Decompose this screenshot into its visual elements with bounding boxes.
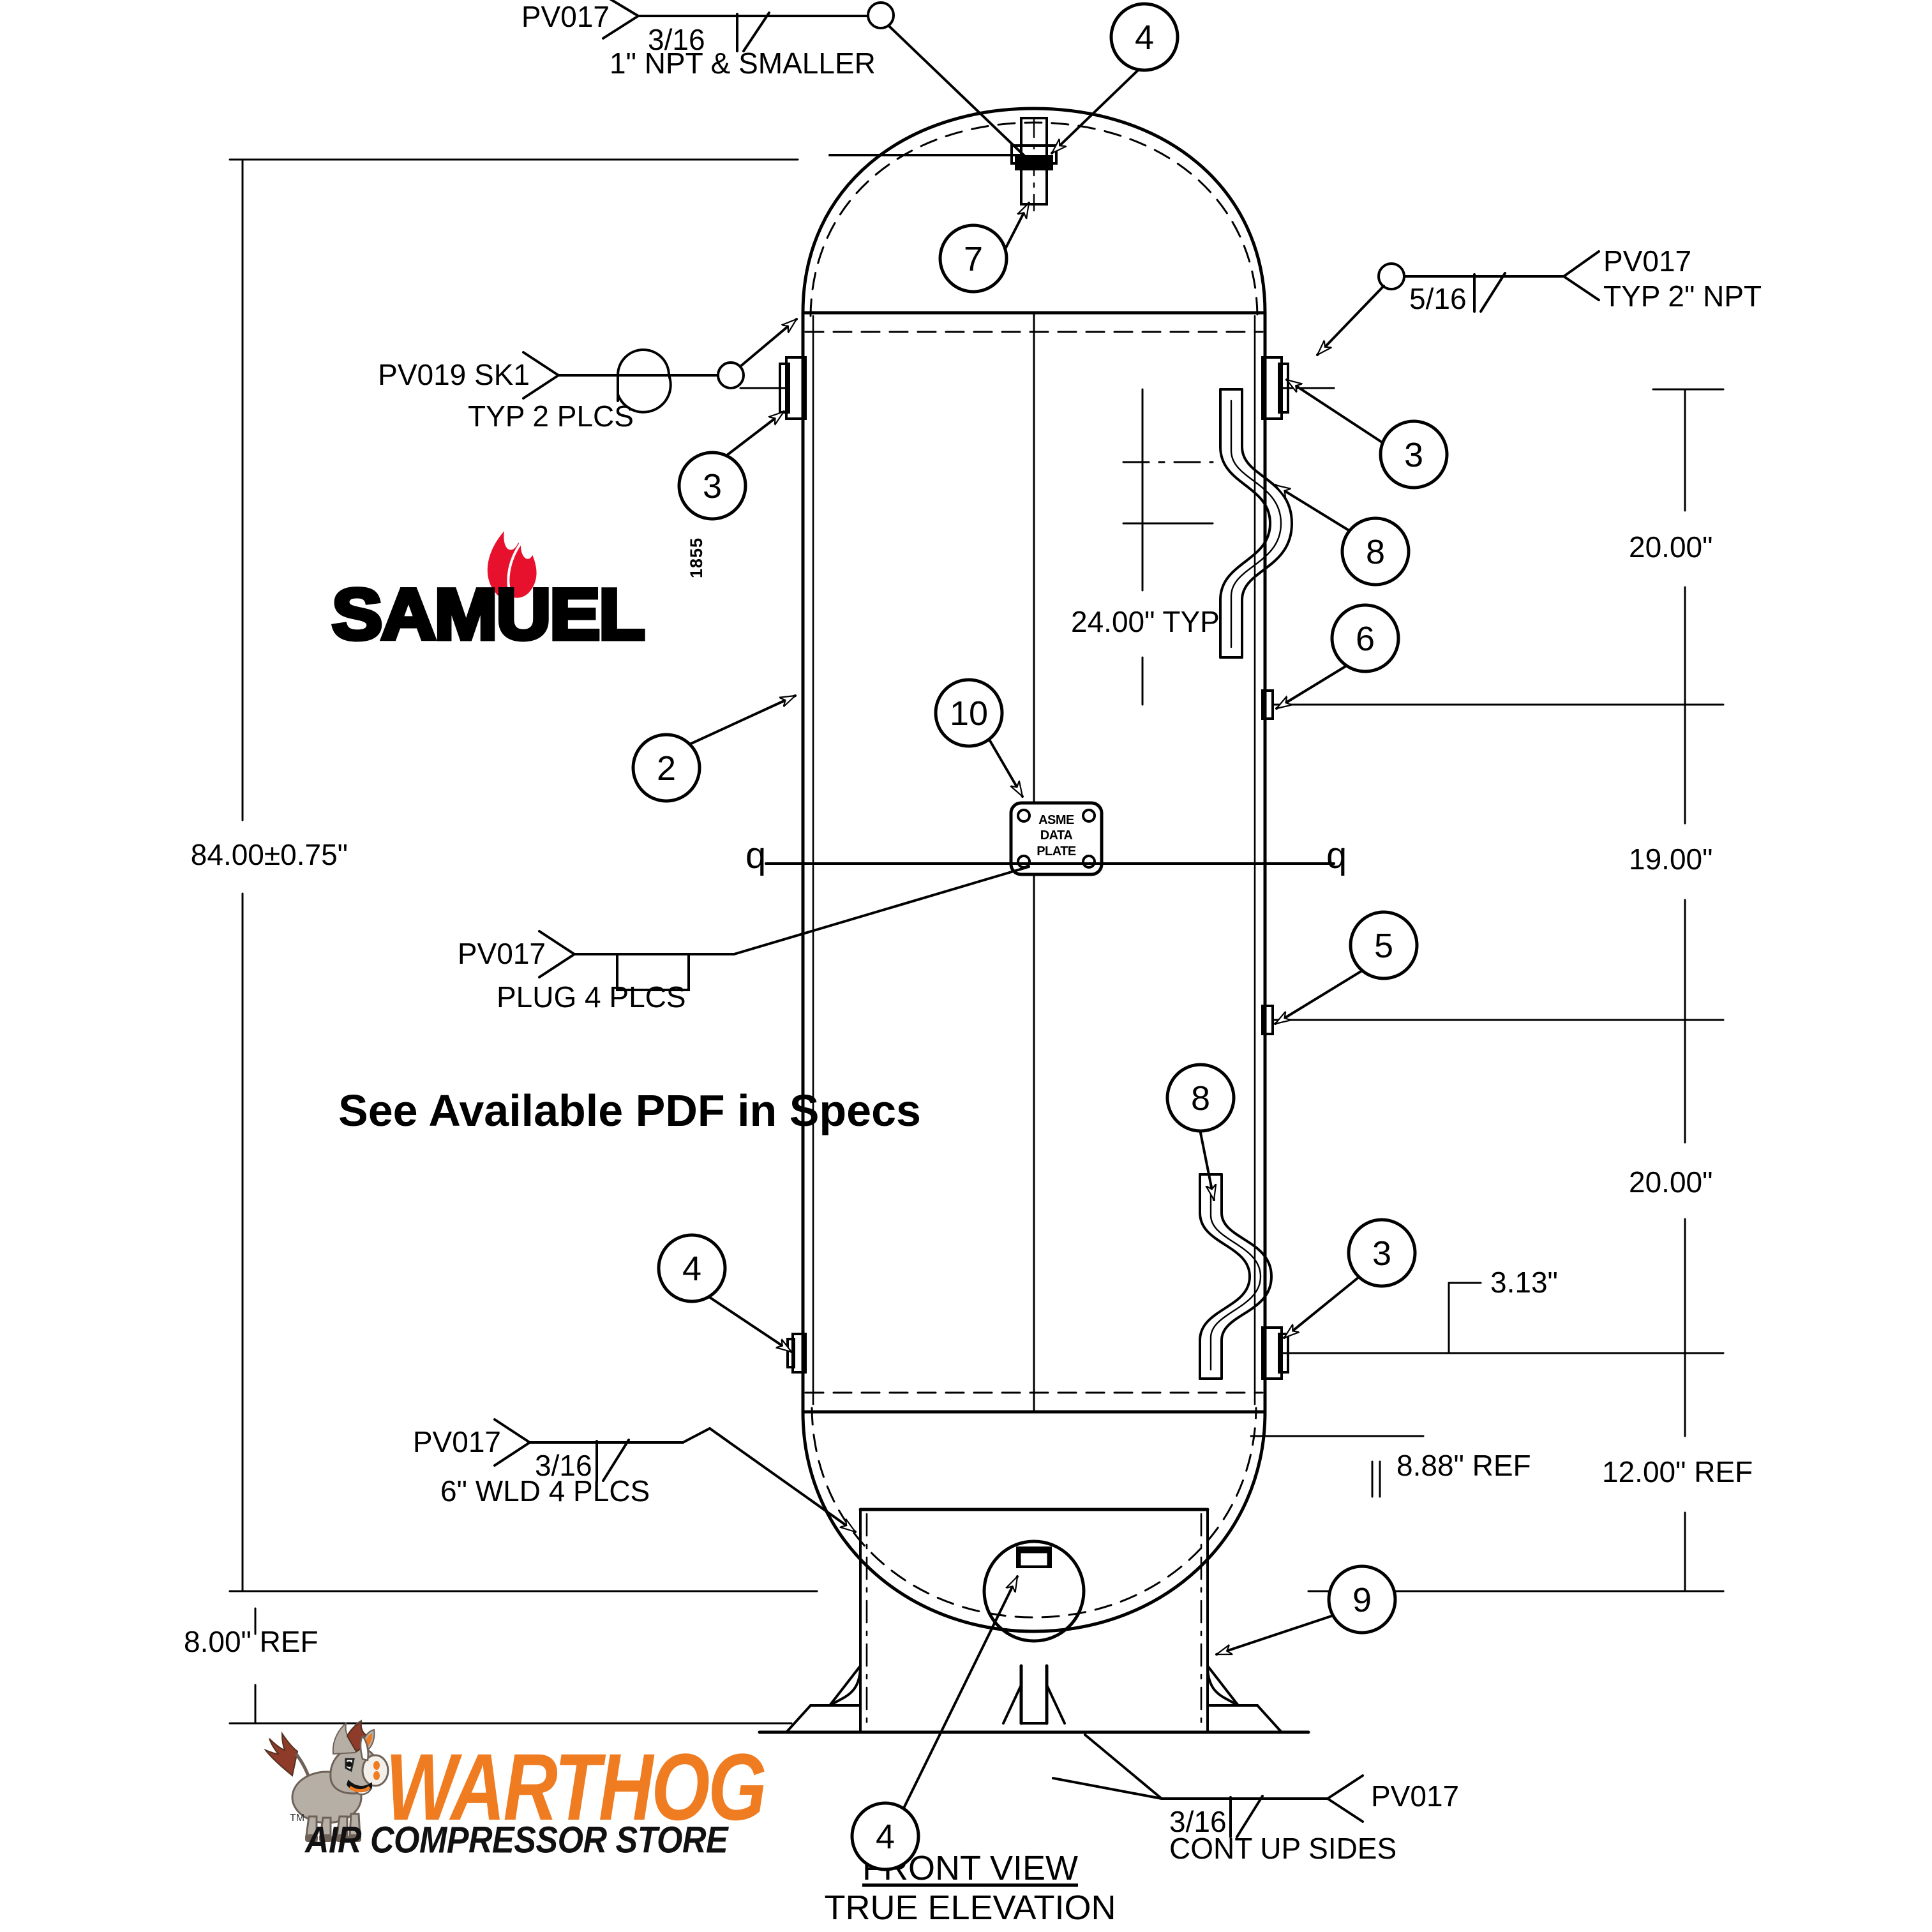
dimension-overall-height: 84.00±0.75" [190, 838, 348, 871]
samuel-wordmark: SAMUEL [329, 573, 647, 657]
centerline-mark-right: q [1326, 835, 1347, 876]
weld-callout-base-size: 3/16 [1169, 1805, 1227, 1838]
dimension-leg-ref: 8.88" REF [1397, 1449, 1531, 1482]
weld-callout-wld6-spec: PV017 [412, 1425, 501, 1458]
weld-callout-wld6-size: 3/16 [535, 1449, 592, 1482]
dimension-base-ref: 8.00" REF [184, 1625, 318, 1658]
weld-callout-sk1-spec: PV019 SK1 [378, 358, 530, 391]
weld-callout-base-note: CONT UP SIDES [1169, 1832, 1397, 1865]
view-caption-line2: TRUE ELEVATION [824, 1889, 1116, 1927]
asme-line-1: ASME [1038, 813, 1074, 827]
warthog-tagline: AIR COMPRESSOR STORE [305, 1820, 728, 1862]
weld-callout-top-right-note: TYP 2" NPT [1603, 280, 1762, 313]
view-caption-line1: FRONT VIEW [862, 1849, 1079, 1887]
samuel-flame-icon [487, 531, 539, 600]
dimension-offset-small: 3.13" [1490, 1266, 1558, 1299]
warthog-logo: TM WARTHOG AIR COMPRESSOR STORE [250, 1705, 799, 1865]
dimension-right-4: 12.00" REF [1602, 1455, 1753, 1488]
asme-line-2: DATA [1040, 828, 1073, 843]
weld-callout-top-left-size: 3/16 [648, 23, 705, 56]
vessel-outline [228, 0, 1725, 1838]
warthog-trademark: TM [290, 1813, 305, 1823]
asme-line-3: PLATE [1037, 844, 1076, 858]
view-caption: FRONT VIEW TRUE ELEVATION [824, 1848, 1116, 1928]
dimension-right-2: 19.00" [1629, 842, 1713, 876]
weld-callout-base-spec: PV017 [1371, 1779, 1460, 1813]
samuel-logo: SAMUEL 1855 [329, 523, 721, 657]
weld-callout-top-left-note: 1" NPT & SMALLER [610, 47, 876, 80]
weld-callout-top-right-spec: PV017 [1603, 244, 1692, 278]
weld-callout-top-right-size: 5/16 [1409, 282, 1467, 315]
warthog-mascot-icon [264, 1719, 389, 1842]
samuel-year: 1855 [687, 537, 706, 578]
dimension-right-1: 20.00" [1629, 530, 1713, 564]
weld-callout-wld6-note: 6" WLD 4 PLCS [440, 1474, 650, 1508]
asme-nameplate-text: ASME DATA PLATE [1019, 812, 1094, 859]
dimension-nozzle-spacing: 24.00" TYP [1071, 605, 1220, 638]
centerline-mark-left: q [745, 835, 767, 876]
weld-callout-plug-spec: PV017 [457, 937, 546, 970]
dimension-right-3: 20.00" [1629, 1165, 1713, 1199]
weld-callout-plug-note: PLUG 4 PLCS [497, 980, 686, 1014]
warthog-wordmark: WARTHOG [386, 1734, 767, 1840]
pdf-specs-note: See Available PDF in Specs [338, 1086, 921, 1135]
weld-callout-sk1-note: TYP 2 PLCS [468, 400, 634, 433]
weld-callout-top-left-spec: PV017 [521, 0, 610, 33]
